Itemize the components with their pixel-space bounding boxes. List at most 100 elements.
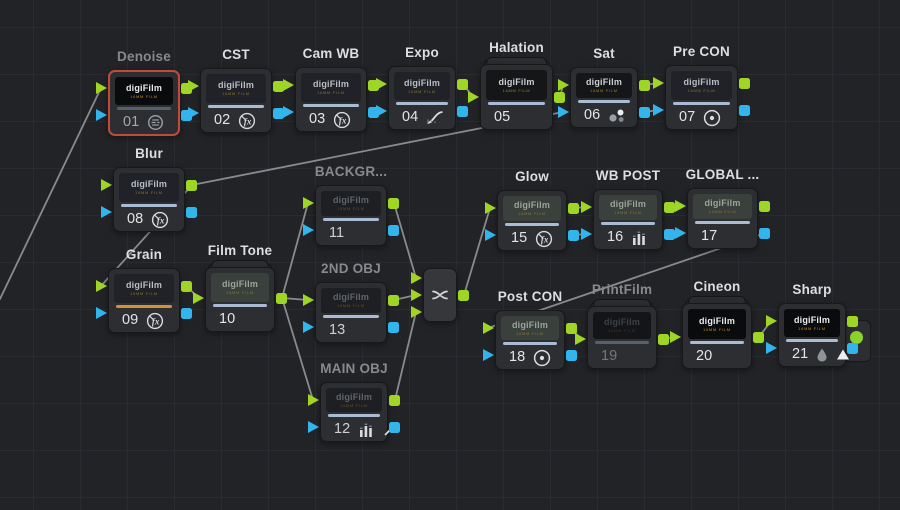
rgb-input-port[interactable] [308,393,319,406]
rgb-output-dot[interactable] [850,331,863,344]
rgb-input-port[interactable] [575,332,586,345]
key-input-port[interactable] [96,108,107,121]
key-output-port[interactable] [186,206,197,218]
rgb-input-port[interactable] [303,293,314,306]
rgb-input-port[interactable] [101,178,112,191]
rgb-output-port[interactable] [664,201,675,213]
key-output-port[interactable] [368,106,379,118]
node-layer-mixer[interactable] [423,268,457,322]
rgb-output-port[interactable] [273,80,284,92]
rgb-input-port[interactable] [558,78,569,91]
rgb-input-port[interactable] [468,90,479,103]
key-output-port[interactable] [664,228,675,240]
rgb-output-port[interactable] [276,292,287,304]
rgb-input-port[interactable] [670,330,681,343]
rgb-output-port[interactable] [186,179,197,191]
node-number: 12 [334,421,351,438]
key-output-port[interactable] [847,342,858,354]
key-input-port[interactable] [581,227,592,240]
key-output-port[interactable] [388,321,399,333]
rgb-output-port[interactable] [568,202,579,214]
rgb-input-port[interactable] [283,78,294,91]
rgb-output-port[interactable] [759,200,770,212]
key-output-port[interactable] [566,349,577,361]
key-input-port[interactable] [303,320,314,333]
key-output-port[interactable] [759,227,770,239]
rgb-output-port[interactable] [554,91,565,103]
rgb-output-port[interactable] [457,78,468,90]
rgb-output-port[interactable] [181,82,192,94]
rgb-input-port[interactable] [581,200,592,213]
key-input-port[interactable] [653,103,664,116]
rgb-input-port[interactable] [96,279,107,292]
key-input-port[interactable] [483,348,494,361]
rgb-input-port[interactable] [653,76,664,89]
key-output-port[interactable] [388,224,399,236]
rgb-input-port[interactable] [376,77,387,90]
rgb-output-port[interactable] [566,322,577,334]
key-input-port[interactable] [766,341,777,354]
rgb-input-port[interactable] [96,81,107,94]
rgb-output-port[interactable] [388,197,399,209]
rgb-output-port[interactable] [388,294,399,306]
key-output-port[interactable] [457,105,468,117]
rgb-output-port[interactable] [658,333,669,345]
key-output-port[interactable] [181,307,192,319]
rgb-input-port[interactable] [188,79,199,92]
key-input-port[interactable] [96,306,107,319]
rgb-output-port[interactable] [368,79,379,91]
rgb-input-port[interactable] [485,201,496,214]
key-input-port[interactable] [303,223,314,236]
key-input-port[interactable] [376,104,387,117]
key-input-port[interactable] [675,226,686,239]
rgb-output-port[interactable] [181,280,192,292]
rgb-input-port[interactable] [411,271,422,284]
rgb-output-port[interactable] [458,289,469,301]
key-input-port[interactable] [558,105,569,118]
key-input-port[interactable] [308,420,319,433]
key-output-port[interactable] [568,229,579,241]
rgb-output-port[interactable] [389,394,400,406]
rgb-input-port[interactable] [411,288,422,301]
key-input-port[interactable] [283,105,294,118]
rgb-input-port[interactable] [193,291,204,304]
rgb-input-port[interactable] [303,196,314,209]
key-output-port[interactable] [739,104,750,116]
key-input-port[interactable] [188,106,199,119]
rgb-output-port[interactable] [639,79,650,91]
rgb-input-port[interactable] [766,314,777,327]
rgb-output-port[interactable] [847,315,858,327]
key-input-port[interactable] [101,205,112,218]
rgb-output-port[interactable] [739,77,750,89]
rgb-output-port[interactable] [753,331,764,343]
rgb-input-port[interactable] [675,199,686,212]
key-output-port[interactable] [639,106,650,118]
rgb-input-port[interactable] [483,321,494,334]
key-output-port[interactable] [273,107,284,119]
rgb-input-port[interactable] [411,305,422,318]
key-output-port[interactable] [389,421,400,433]
key-output-port[interactable] [181,109,192,121]
key-input-port[interactable] [485,228,496,241]
